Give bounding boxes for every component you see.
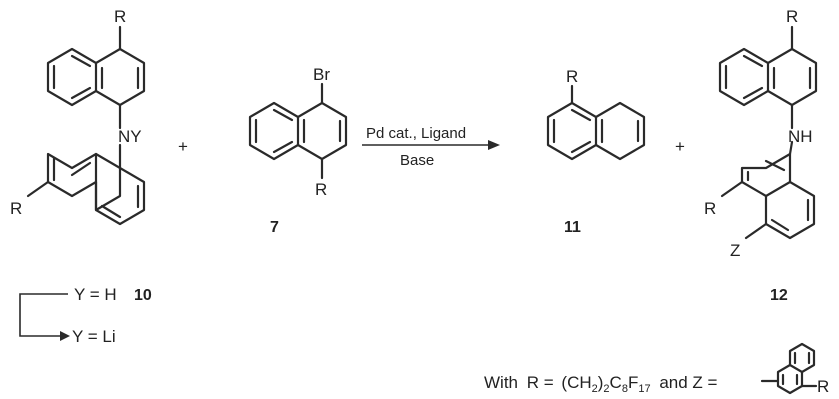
footnote-r-sub1: 2 xyxy=(592,383,598,395)
plus-sign-2: + xyxy=(675,137,685,156)
compound-10-r-bottom: R xyxy=(10,199,22,218)
compound-12-r-top: R xyxy=(786,7,798,26)
footnote-r-part1: (CH xyxy=(561,373,591,392)
conditions-top: Pd cat., Ligand xyxy=(366,125,466,142)
footnote-r-eq: R = xyxy=(527,373,554,392)
variant-li-label: Y = Li xyxy=(72,327,116,346)
compound-12-structure xyxy=(718,25,818,240)
variant-arrowhead xyxy=(60,331,70,341)
footnote-r-part4: F xyxy=(628,373,638,392)
footnote-r-sub4: 17 xyxy=(638,383,650,395)
footnote-and-z: and Z = xyxy=(659,373,717,392)
variant-bracket xyxy=(19,293,68,337)
conditions-bottom: Base xyxy=(400,152,434,169)
footnote-definition: With R = (CH2)2C8F17 and Z = xyxy=(484,373,718,396)
z-group-structure xyxy=(760,342,818,395)
compound-12-r-mid: R xyxy=(704,199,716,218)
compound-12-number: 12 xyxy=(770,287,788,304)
compound-7-number: 7 xyxy=(270,219,279,236)
footnote-with: With xyxy=(484,373,518,392)
footnote-r-part3: C xyxy=(610,373,622,392)
compound-10-structure xyxy=(26,25,146,226)
variant-h-number: 10 xyxy=(134,287,152,304)
compound-7-br: Br xyxy=(313,65,330,84)
footnote-r-part2: ) xyxy=(598,373,604,392)
compound-11-structure xyxy=(546,84,646,161)
compound-12-z: Z xyxy=(730,241,740,260)
reaction-arrowhead xyxy=(488,140,500,150)
compound-10-r-top: R xyxy=(114,7,126,26)
compound-11-number: 11 xyxy=(564,219,581,236)
variant-h-label: Y = H xyxy=(74,285,117,304)
compound-11-r: R xyxy=(566,67,578,86)
compound-10-ny-label: NY xyxy=(118,127,142,146)
compound-7-r: R xyxy=(315,180,327,199)
plus-sign-1: + xyxy=(178,137,188,156)
footnote-r-sub3: 8 xyxy=(622,383,628,395)
z-group-r: R xyxy=(817,377,829,396)
footnote-r-sub2: 2 xyxy=(603,383,609,395)
compound-12-nh-label: NH xyxy=(788,127,813,146)
compound-7-structure xyxy=(248,82,348,180)
